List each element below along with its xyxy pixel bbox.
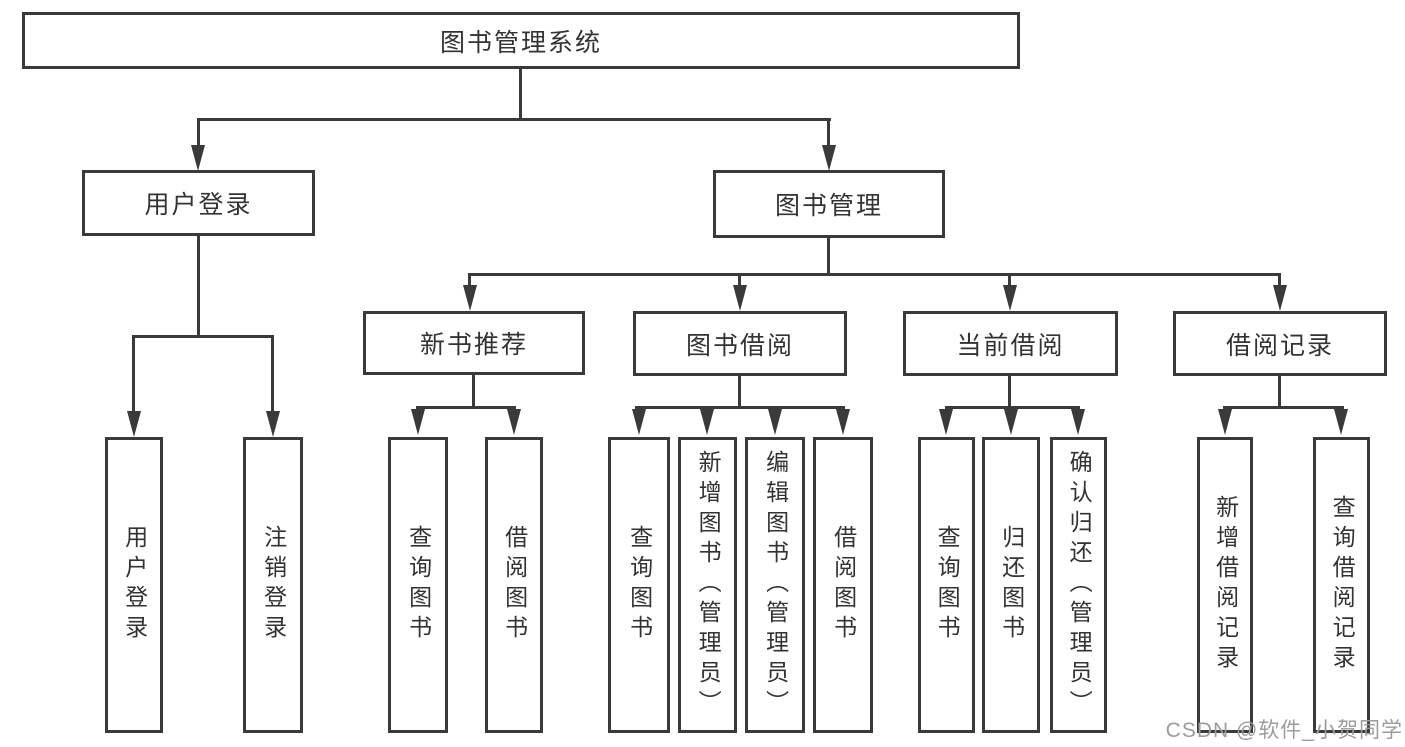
- node-borrow-records-label: 借阅记录: [1225, 331, 1334, 360]
- arrowhead-down-icon: [768, 409, 782, 435]
- node-book-management-label: 图书管理: [774, 192, 883, 220]
- arrowhead-down-icon: [266, 411, 280, 437]
- leaf-query-books-borrow: 查询图书: [608, 437, 670, 733]
- connector-borrow-hline: [635, 406, 845, 409]
- connector-borrow-stem: [738, 376, 741, 406]
- connector-user-login-stem: [197, 236, 200, 335]
- arrowhead-down-icon: [1003, 285, 1017, 311]
- connector-leaf-drop: [271, 338, 274, 411]
- connector-user-login-hline: [132, 335, 274, 338]
- leaf-query-books-recommend-label: 查询图书: [405, 525, 432, 645]
- node-borrow-records: 借阅记录: [1173, 311, 1387, 376]
- connector-root-stem: [519, 69, 522, 120]
- leaf-edit-book-admin-label: 编辑图书（管理员）: [762, 450, 789, 720]
- arrowhead-down-icon: [836, 409, 850, 435]
- leaf-query-books-current-label: 查询图书: [934, 525, 961, 645]
- node-book-management: 图书管理: [713, 170, 945, 238]
- leaf-user-login: 用户登录: [105, 437, 163, 733]
- arrowhead-down-icon: [1334, 409, 1348, 435]
- leaf-borrow-books-recommend-label: 借阅图书: [501, 525, 528, 645]
- leaf-return-book: 归还图书: [982, 437, 1040, 733]
- node-current-borrow-label: 当前借阅: [956, 331, 1065, 360]
- node-current-borrow: 当前借阅: [903, 311, 1118, 376]
- connector-l3-drop: [738, 276, 741, 285]
- arrowhead-down-icon: [507, 409, 521, 435]
- leaf-query-books-current: 查询图书: [918, 437, 975, 733]
- arrowhead-down-icon: [1071, 409, 1085, 435]
- leaf-logout-label: 注销登录: [260, 525, 287, 645]
- node-new-book-recommend-label: 新书推荐: [419, 331, 528, 359]
- leaf-logout: 注销登录: [243, 437, 303, 733]
- leaf-query-borrow-record: 查询借阅记录: [1313, 437, 1370, 733]
- connector-book-mgmt-drop: [827, 121, 830, 145]
- arrowhead-down-icon: [822, 145, 836, 171]
- arrowhead-down-icon: [733, 285, 747, 311]
- arrowhead-down-icon: [1004, 409, 1018, 435]
- connector-records-stem: [1278, 376, 1281, 406]
- arrowhead-down-icon: [700, 409, 714, 435]
- arrowhead-down-icon: [1218, 409, 1232, 435]
- node-user-login-label: 用户登录: [144, 191, 253, 219]
- connector-leaf-drop: [132, 338, 135, 411]
- leaf-borrow-books-label: 借阅图书: [830, 525, 857, 645]
- arrowhead-down-icon: [939, 409, 953, 435]
- arrowhead-down-icon: [463, 285, 477, 311]
- node-book-borrow: 图书借阅: [633, 311, 847, 376]
- leaf-query-books-borrow-label: 查询图书: [626, 525, 653, 645]
- node-new-book-recommend: 新书推荐: [363, 311, 585, 375]
- leaf-user-login-label: 用户登录: [121, 525, 148, 645]
- leaf-query-books-recommend: 查询图书: [388, 437, 448, 733]
- leaf-query-borrow-record-label: 查询借阅记录: [1329, 495, 1356, 675]
- arrowhead-down-icon: [411, 409, 425, 435]
- arrowhead-down-icon: [191, 145, 205, 171]
- connector-recommend-hline: [416, 406, 516, 409]
- leaf-borrow-books: 借阅图书: [813, 437, 873, 733]
- leaf-borrow-books-recommend: 借阅图书: [485, 437, 543, 733]
- connector-current-stem: [1008, 376, 1011, 406]
- leaf-add-book-admin: 新增图书（管理员）: [678, 437, 737, 733]
- connector-l3-drop: [1008, 276, 1011, 285]
- leaf-add-borrow-record: 新增借阅记录: [1197, 437, 1253, 733]
- node-root: 图书管理系统: [22, 12, 1020, 69]
- leaf-add-borrow-record-label: 新增借阅记录: [1212, 495, 1239, 675]
- arrowhead-down-icon: [127, 411, 141, 437]
- leaf-confirm-return-admin-label: 确认归还（管理员）: [1066, 450, 1093, 720]
- arrowhead-down-icon: [1273, 285, 1287, 311]
- leaf-add-book-admin-label: 新增图书（管理员）: [695, 450, 722, 720]
- leaf-confirm-return-admin: 确认归还（管理员）: [1050, 437, 1107, 733]
- node-root-label: 图书管理系统: [439, 28, 602, 57]
- leaf-return-book-label: 归还图书: [998, 525, 1025, 645]
- node-book-borrow-label: 图书借阅: [685, 331, 794, 360]
- connector-level2-hline: [468, 273, 1281, 276]
- csdn-watermark: CSDN @软件_小贺同学: [1165, 719, 1403, 742]
- connector-records-hline: [1223, 406, 1344, 409]
- connector-user-login-drop: [197, 121, 200, 145]
- connector-recommend-stem: [472, 375, 475, 406]
- node-user-login: 用户登录: [82, 170, 315, 236]
- connector-l3-drop: [468, 276, 471, 285]
- connector-book-mgmt-stem: [827, 236, 830, 273]
- connector-l3-drop: [1278, 276, 1281, 285]
- leaf-edit-book-admin: 编辑图书（管理员）: [745, 437, 805, 733]
- arrowhead-down-icon: [632, 409, 646, 435]
- connector-current-hline: [945, 406, 1080, 409]
- connector-level1-hline: [197, 118, 831, 121]
